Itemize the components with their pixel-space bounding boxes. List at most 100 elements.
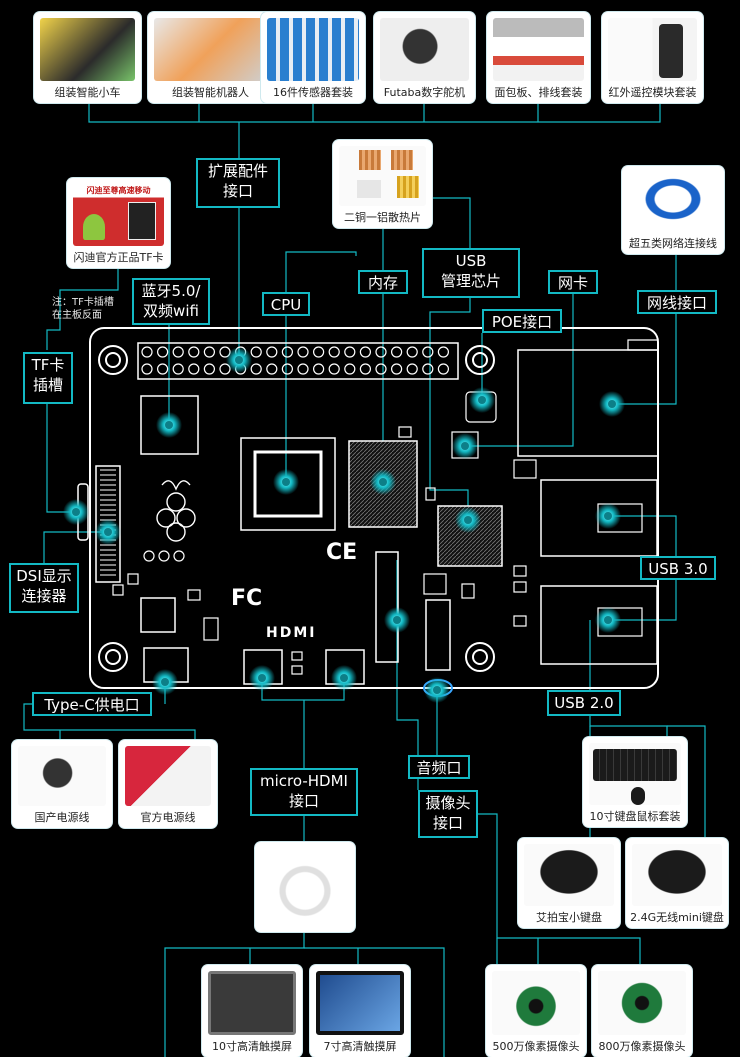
accessory-card-servo: Futaba数字舵机 <box>374 12 475 103</box>
gpio-pin <box>359 363 371 375</box>
power-cable-domestic-card: 国产电源线 <box>12 740 112 828</box>
official-power-image <box>125 746 211 806</box>
camera-caption: 800万像素摄像头 <box>598 1040 686 1053</box>
robot-image <box>154 18 267 81</box>
display-7inch-card: 7寸高清触摸屏 <box>310 965 410 1057</box>
accessory-card-robot: 组装智能机器人 <box>148 12 273 103</box>
keyboard-mouse-image <box>589 743 681 805</box>
bluetooth-wifi-label: 蓝牙5.0/双频wifi <box>132 278 210 325</box>
power-cable-official-card: 官方电源线 <box>119 740 217 828</box>
gpio-pin <box>328 363 340 375</box>
gpio-pin <box>141 363 153 375</box>
ir-remote-image <box>608 18 697 81</box>
display-7inch-image <box>316 971 404 1035</box>
accessory-card-ir-remote: 红外遥控模块套装 <box>602 12 703 103</box>
mini-keyboard-image <box>524 844 614 906</box>
accessory-caption: 16件传感器套装 <box>273 86 353 99</box>
hotspot-center <box>464 516 472 524</box>
usb2-label: USB 2.0 <box>547 690 621 716</box>
accessory-card-sensors: 16件传感器套装 <box>261 12 365 103</box>
tf-card-card: 闪迪至尊高速移动 闪迪官方正品TF卡 <box>67 178 170 268</box>
hdmi-cable-image <box>261 848 349 926</box>
camera-5mp-card: 500万像素摄像头 <box>486 965 586 1057</box>
smart-car-image <box>40 18 135 81</box>
accessory-caption: 组装智能机器人 <box>172 86 249 99</box>
gpio-pin <box>157 363 169 375</box>
hotspot-center <box>282 478 290 486</box>
hotspot-center <box>604 512 612 520</box>
gpio-pin <box>422 363 434 375</box>
hotspot-center <box>258 674 266 682</box>
heatsink-image <box>339 146 426 206</box>
dsi-connector-label: DSI显示连接器 <box>9 563 79 613</box>
heatsink-card: 二铜一铝散热片 <box>333 140 432 228</box>
gpio-pin <box>203 363 215 375</box>
camera-caption: 500万像素摄像头 <box>492 1040 580 1053</box>
gpio-pin <box>297 346 309 358</box>
gpio-pin <box>344 363 356 375</box>
display-10inch-image <box>208 971 296 1035</box>
cpu-label: CPU <box>262 292 310 316</box>
gpio-pin <box>203 346 215 358</box>
display-caption: 7寸高清触摸屏 <box>323 1040 397 1053</box>
ce-silkscreen: CE <box>326 540 358 565</box>
gpio-pin <box>422 346 434 358</box>
ethernet-cable-card: 超五类网络连接线 <box>622 166 724 254</box>
gpio-pin <box>250 346 262 358</box>
display-10inch-card: 10寸高清触摸屏 <box>202 965 302 1057</box>
accessory-card-breadboard: 面包板、排线套装 <box>487 12 590 103</box>
tf-card-image: 闪迪至尊高速移动 <box>73 184 164 246</box>
accessory-card-car: 组装智能小车 <box>34 12 141 103</box>
gpio-pin <box>313 363 325 375</box>
hotspot-center <box>235 356 243 364</box>
gpio-pin <box>157 346 169 358</box>
accessory-caption: Futaba数字舵机 <box>383 86 466 99</box>
display-caption: 10寸高清触摸屏 <box>212 1040 292 1053</box>
gpio-pin <box>375 346 387 358</box>
hdmi-cable-card <box>255 842 355 932</box>
accessory-caption: 面包板、排线套装 <box>494 86 583 99</box>
gpio-pin <box>406 363 418 375</box>
gpio-pin <box>188 363 200 375</box>
heatsink-caption: 二铜一铝散热片 <box>344 211 421 224</box>
gpio-pin <box>297 363 309 375</box>
fc-silkscreen: FC <box>231 586 263 611</box>
hdmi-silkscreen: HDMI <box>266 625 317 641</box>
audio-port-label: 音频口 <box>408 755 470 779</box>
tf-slot-note: 注：TF卡插槽在主板反面 <box>52 297 114 321</box>
hotspot-center <box>478 396 486 404</box>
hotspot-center <box>379 478 387 486</box>
hotspot-center <box>161 678 169 686</box>
wireless-keyboard-image <box>632 844 722 906</box>
ethernet-port-label: 网线接口 <box>637 290 717 314</box>
gpio-pin <box>406 346 418 358</box>
accessory-caption: 红外遥控模块套装 <box>608 86 697 99</box>
camera-8mp-image <box>598 971 686 1035</box>
gpio-pin <box>375 363 387 375</box>
hotspot-center <box>461 442 469 450</box>
hotspot-center <box>72 508 80 516</box>
gpio-pin <box>359 346 371 358</box>
gpio-pin <box>172 346 184 358</box>
wireless-mini-keyboard-card: 2.4G无线mini键盘 <box>626 838 728 928</box>
hotspot-center <box>340 674 348 682</box>
poe-port-label: POE接口 <box>482 309 562 333</box>
camera-5mp-image <box>492 971 580 1035</box>
hotspot-center <box>104 528 112 536</box>
typec-power-label: Type-C供电口 <box>32 692 152 716</box>
gpio-pin <box>437 346 449 358</box>
sensors-image <box>267 18 359 81</box>
mini-keyboard-card: 艾拍宝小键盘 <box>518 838 620 928</box>
gpio-pin <box>391 346 403 358</box>
memory-label: 内存 <box>358 270 408 294</box>
hotspot-center <box>393 616 401 624</box>
board-drawing <box>77 327 659 697</box>
usb3-label: USB 3.0 <box>640 556 716 580</box>
power-caption: 官方电源线 <box>140 811 196 824</box>
tf-slot-label: TF卡插槽 <box>23 352 73 404</box>
hotspot-center <box>433 686 441 694</box>
gpio-pin <box>141 346 153 358</box>
